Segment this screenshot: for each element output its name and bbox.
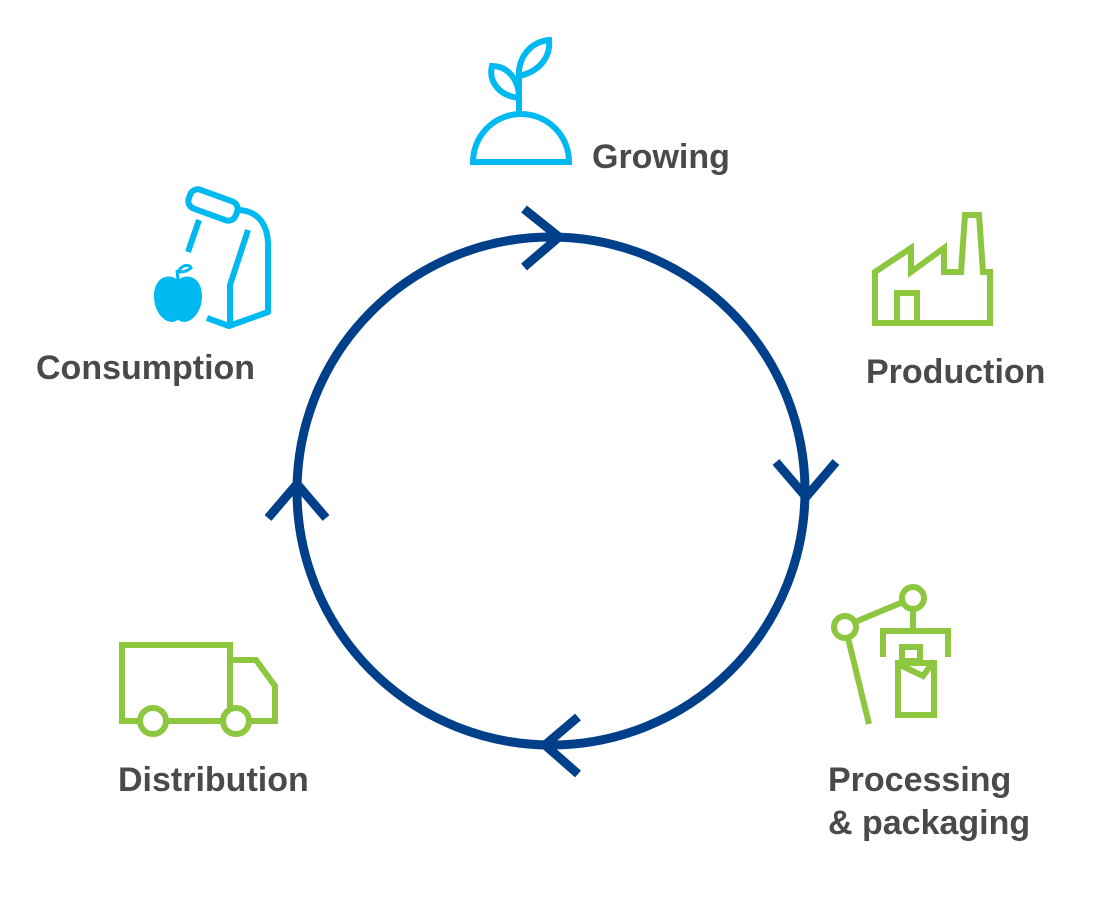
stage-label-growing: Growing <box>592 138 730 176</box>
stage-label-distribution: Distribution <box>118 761 309 799</box>
cycle-ring <box>264 205 840 778</box>
factory-icon <box>872 212 993 326</box>
stage-label-consumption: Consumption <box>36 349 256 387</box>
stage-label-production: Production <box>866 353 1046 391</box>
robot-arm-packaging-icon <box>831 584 951 725</box>
arrow-down-icon <box>772 459 840 504</box>
arrow-up-icon <box>264 477 330 521</box>
bag-and-apple-icon <box>154 186 271 329</box>
arrow-right-icon <box>521 205 567 271</box>
sprout-icon <box>469 36 573 165</box>
stage-label-processing: Processing <box>828 761 1012 799</box>
truck-icon <box>119 642 278 737</box>
stage-label-packaging: & packaging <box>828 804 1031 842</box>
arrow-left-icon <box>538 713 581 778</box>
